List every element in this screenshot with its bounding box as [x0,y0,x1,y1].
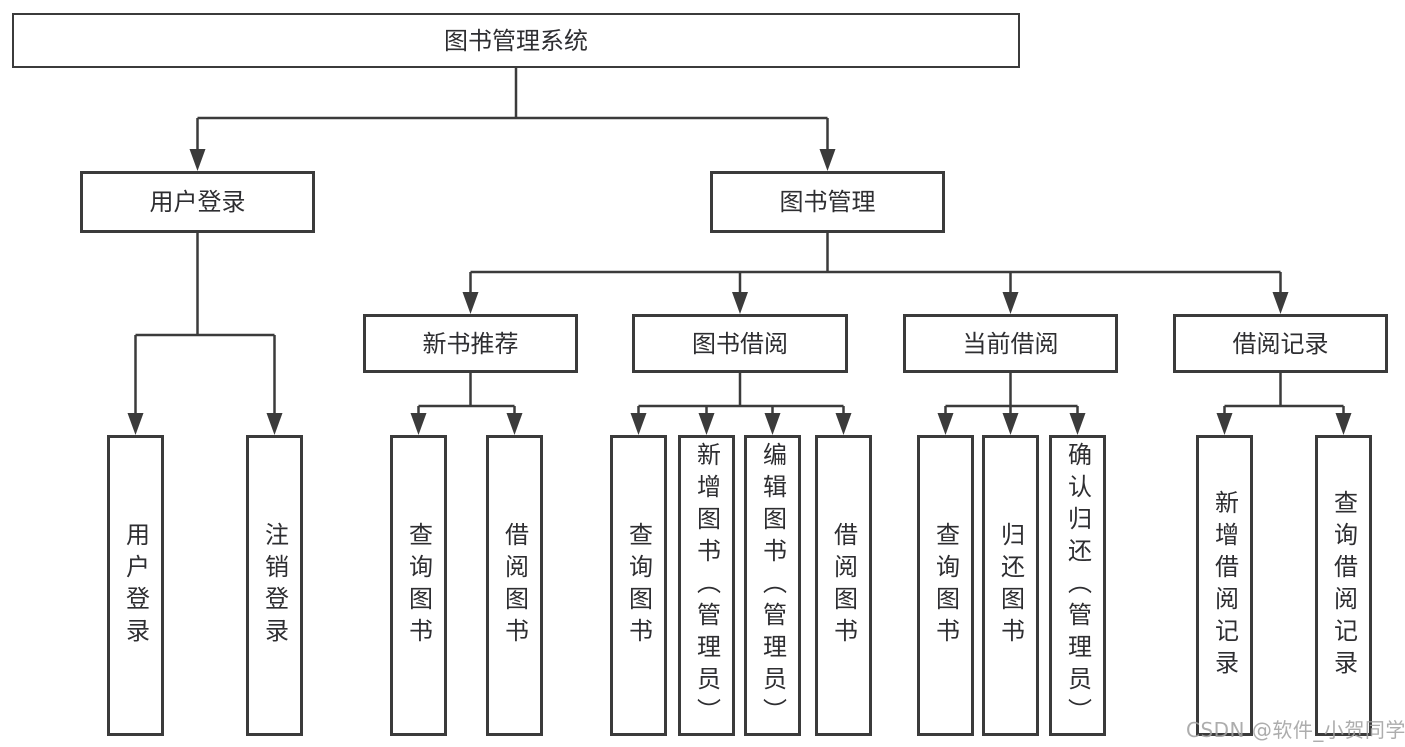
node-user-login: 用户登录 [80,171,315,233]
leaf-user-login: 用户登录 [107,435,164,736]
leaf-recommend-query-books: 查询图书 [390,435,447,736]
connector-stems [134,68,1345,414]
connector-arrowheads [127,149,1352,435]
leaf-confirm-return-admin: 确认归还（管理员） [1049,435,1106,736]
leaf-borrowing-query-books: 查询图书 [610,435,667,736]
leaf-return-books: 归还图书 [982,435,1039,736]
node-borrowing-records: 借阅记录 [1173,314,1388,373]
node-library-management-system: 图书管理系统 [12,13,1020,68]
leaf-edit-books-admin: 编辑图书（管理员） [744,435,801,736]
node-new-book-recommend: 新书推荐 [363,314,578,373]
leaf-add-borrow-record: 新增借阅记录 [1196,435,1253,736]
node-book-management: 图书管理 [710,171,945,233]
leaf-borrowing-borrow-books: 借阅图书 [815,435,872,736]
leaf-recommend-borrow-books: 借阅图书 [486,435,543,736]
node-current-borrowing: 当前借阅 [903,314,1118,373]
leaf-query-borrow-record: 查询借阅记录 [1315,435,1372,736]
leaf-logout: 注销登录 [246,435,303,736]
leaf-add-books-admin: 新增图书（管理员） [678,435,735,736]
node-book-borrowing: 图书借阅 [632,314,848,373]
leaf-current-query-books: 查询图书 [917,435,974,736]
csdn-watermark: CSDN @软件_小贺同学 [1186,718,1405,742]
